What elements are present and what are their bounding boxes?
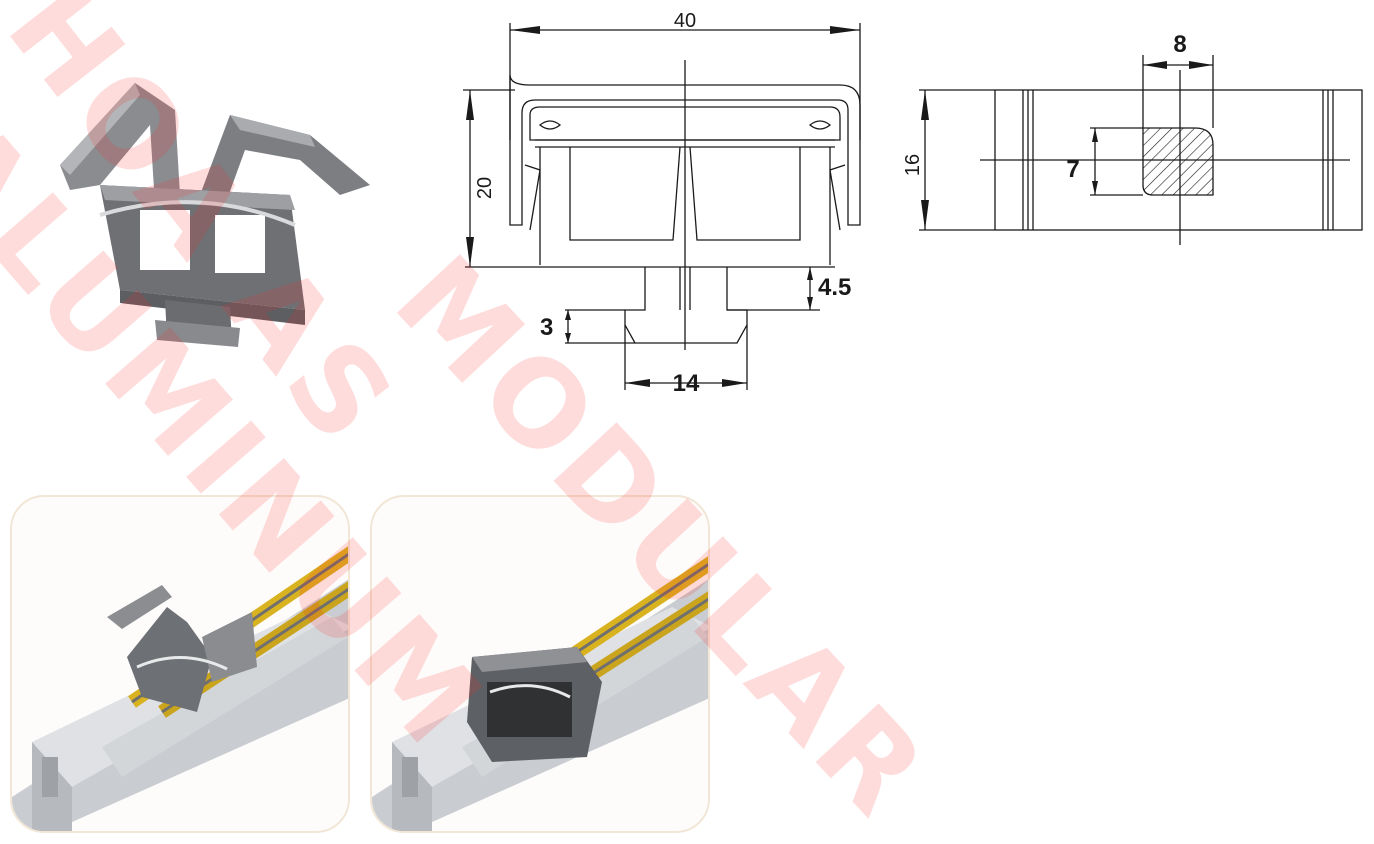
dim-4-5: 4.5 xyxy=(818,274,851,301)
front-view-drawing: 40 20 4.5 3 14 xyxy=(463,10,861,395)
photo-clip-closed xyxy=(370,495,710,833)
dim-8: 8 xyxy=(1173,31,1186,58)
dim-14: 14 xyxy=(673,370,700,395)
side-view-drawing: 8 16 7 xyxy=(902,31,1363,245)
outer-cap xyxy=(509,74,861,226)
dim-40: 40 xyxy=(674,10,696,32)
right-body xyxy=(689,146,831,265)
dim-20: 20 xyxy=(474,177,496,199)
photo-clip-open xyxy=(10,495,350,833)
right-window xyxy=(215,215,265,273)
clip-3d-render xyxy=(60,83,370,347)
dim-3: 3 xyxy=(540,314,553,341)
spring-wire xyxy=(99,200,296,227)
right-wing xyxy=(200,115,370,205)
section-hatch xyxy=(1142,127,1214,196)
left-wing xyxy=(60,83,180,205)
dim-7: 7 xyxy=(1066,156,1079,183)
left-body xyxy=(539,146,681,265)
dim-16: 16 xyxy=(902,154,924,176)
left-window xyxy=(140,210,190,270)
